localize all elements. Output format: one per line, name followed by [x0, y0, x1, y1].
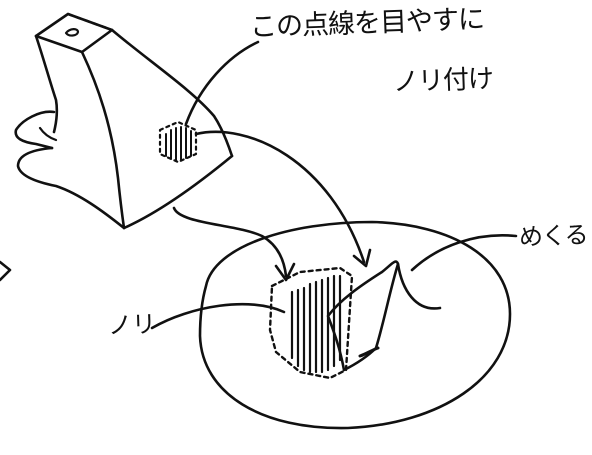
round-base — [200, 222, 510, 428]
arrows — [152, 42, 516, 328]
arrow-model-to-base-right — [196, 132, 364, 262]
instruction-label-line1: この点線を目やすに — [249, 3, 485, 44]
glue-label: ノリ — [107, 310, 157, 340]
folded-paper-model — [16, 14, 232, 228]
model-back-edge — [112, 30, 232, 156]
model-front-left-edge — [36, 36, 57, 132]
base-glue-hatch — [292, 276, 340, 372]
model-top-fold-dotted — [68, 14, 112, 30]
base-glue-block-outline — [270, 268, 352, 378]
arrow-label-to-model — [186, 42, 258, 124]
base-flap-curl — [398, 264, 440, 308]
model-base — [124, 156, 232, 228]
instruction-label-line2: ノリ付け — [392, 64, 494, 98]
arrow-head-left — [276, 264, 294, 280]
leader-glue — [152, 304, 284, 328]
arrow-model-to-base-left — [174, 208, 286, 276]
model-glue-hatch — [166, 127, 191, 161]
model-tab — [16, 112, 54, 148]
arrow-head-right — [354, 250, 370, 266]
base-outer-ring — [200, 222, 510, 428]
model-glue-zone-dotted — [160, 122, 196, 162]
model-front-curve — [82, 52, 124, 228]
model-tab-crease — [40, 128, 56, 140]
model-top-face — [36, 14, 112, 52]
model-tab-lower — [18, 148, 124, 228]
model-top-hole — [66, 29, 78, 35]
base-peeled-flap — [328, 262, 398, 370]
edge-stroke — [0, 262, 10, 280]
peel-label: めくる — [518, 220, 588, 252]
leader-peel — [412, 235, 516, 270]
base-flap-shadow — [360, 348, 378, 356]
